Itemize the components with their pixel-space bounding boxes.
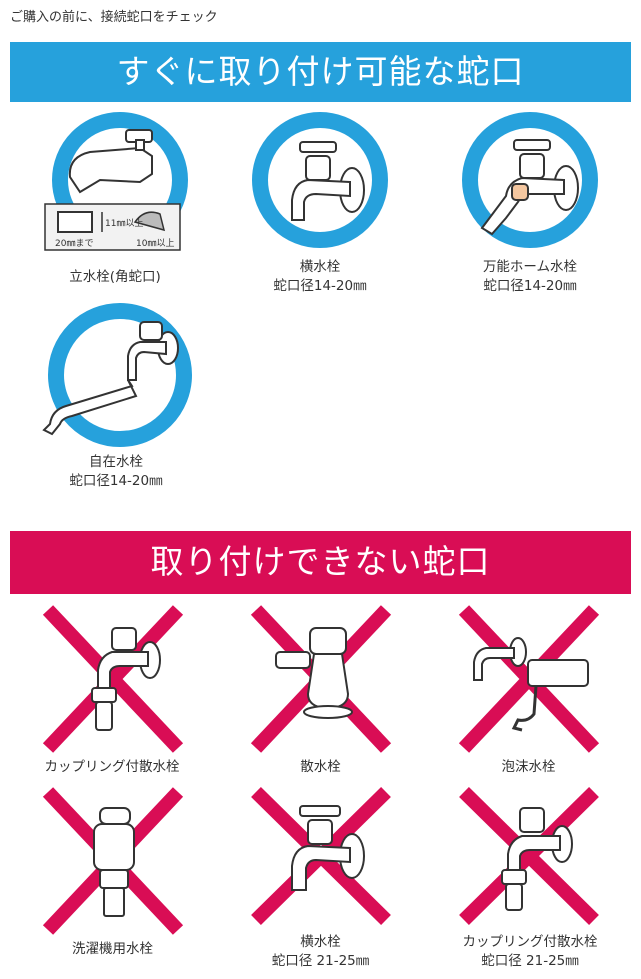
- universal-faucet-icon: [462, 112, 598, 248]
- callout-width-max: 20㎜まで: [55, 239, 94, 249]
- incompatible-item-aerator: [456, 604, 601, 754]
- incompatible-caption-4: 洗濯機用水栓: [40, 940, 185, 959]
- callout-thickness-min: 10㎜以上: [136, 239, 175, 249]
- incompatible-caption-3: 泡沫水栓: [456, 758, 601, 777]
- intro-text: ご購入の前に、接続蛇口をチェック: [10, 10, 218, 25]
- incompatible-item-washing-machine: [40, 786, 185, 936]
- compatible-caption-standing: 立水栓(角蛇口): [40, 268, 190, 287]
- item-name: 万能ホーム水栓: [482, 259, 578, 275]
- item-name: 泡沫水栓: [501, 759, 556, 775]
- swivel-faucet-icon: [42, 303, 192, 447]
- incompatible-caption-5: 横水栓 蛇口径 21-25㎜: [248, 933, 393, 971]
- item-name: 立水栓(角蛇口): [69, 269, 161, 285]
- compatible-caption-horizontal: 横水栓 蛇口径14-20㎜: [250, 258, 390, 296]
- compatible-item-horizontal-faucet: [250, 112, 390, 252]
- item-name: カップリング付散水栓: [462, 934, 598, 950]
- incompatible-item-coupling-large: [456, 786, 601, 926]
- incompatible-caption-1: カップリング付散水栓: [22, 758, 202, 777]
- horizontal-faucet-large-icon: [251, 787, 391, 925]
- incompatible-item-sprinkler: [248, 604, 393, 754]
- item-name: カップリング付散水栓: [44, 759, 180, 775]
- incompatible-caption-2: 散水栓: [248, 758, 393, 777]
- item-name: 横水栓: [299, 259, 341, 275]
- compatible-item-universal-faucet: [460, 112, 600, 252]
- incompatible-caption-6: カップリング付散水栓 蛇口径 21-25㎜: [440, 933, 620, 971]
- sprinkler-faucet-icon: [250, 605, 392, 753]
- compatible-item-swivel-faucet: [36, 300, 196, 450]
- aerator-faucet-icon: [458, 605, 600, 753]
- incompatible-item-horizontal-large: [248, 786, 393, 926]
- callout-depth-min: 11㎜以上: [105, 219, 144, 229]
- item-spec: 蛇口径14-20㎜: [69, 473, 163, 489]
- compatible-item-standing-faucet: 20㎜まで 11㎜以上 10㎜以上: [40, 112, 190, 262]
- incompatible-banner: 取り付けできない蛇口: [10, 531, 631, 594]
- compatible-banner: すぐに取り付け可能な蛇口: [10, 42, 631, 102]
- item-spec: 蛇口径 21-25㎜: [271, 953, 370, 969]
- washing-machine-faucet-icon: [42, 787, 184, 935]
- compatible-heading: すぐに取り付け可能な蛇口: [116, 52, 525, 91]
- incompatible-heading: 取り付けできない蛇口: [150, 542, 491, 581]
- coupling-sprinkler-large-icon: [459, 787, 599, 925]
- item-name: 横水栓: [300, 934, 341, 950]
- item-spec: 蛇口径 21-25㎜: [481, 953, 579, 969]
- item-name: 洗濯機用水栓: [72, 941, 153, 957]
- horizontal-faucet-icon: [252, 112, 388, 248]
- coupling-sprinkler-icon: [42, 605, 184, 753]
- incompatible-item-coupling-sprinkler: [40, 604, 185, 754]
- standing-faucet-icon: [44, 112, 188, 251]
- item-name: 自在水栓: [89, 454, 143, 470]
- item-name: 散水栓: [300, 759, 341, 775]
- compatible-caption-universal: 万能ホーム水栓 蛇口径14-20㎜: [460, 258, 600, 296]
- item-spec: 蛇口径14-20㎜: [273, 278, 367, 294]
- item-spec: 蛇口径14-20㎜: [483, 278, 577, 294]
- compatible-caption-swivel: 自在水栓 蛇口径14-20㎜: [36, 453, 196, 491]
